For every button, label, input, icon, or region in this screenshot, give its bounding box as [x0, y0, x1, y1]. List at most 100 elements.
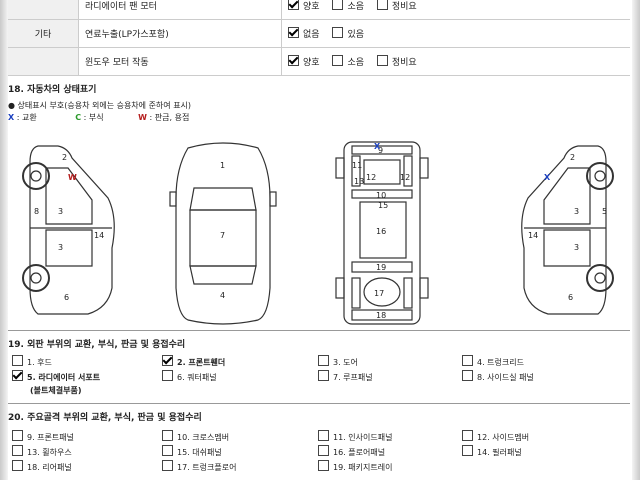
list-item: 8. 사이드실 패널: [462, 370, 534, 383]
list-item: 14. 필러패널: [462, 445, 522, 458]
mark-x: X: [544, 173, 551, 182]
symbol-w: W: [138, 113, 147, 122]
part-number-1: 1: [220, 161, 225, 170]
category-cell: 기타: [8, 19, 79, 48]
checkbox[interactable]: [288, 27, 299, 38]
item-label: 18. 리어패널: [27, 463, 72, 472]
part-number-12: 12: [400, 173, 410, 182]
part-number-2: 2: [570, 153, 575, 162]
mark-x: X: [374, 142, 381, 151]
item-label: 14. 필러패널: [477, 448, 522, 457]
part-number-3: 3: [58, 243, 63, 252]
item-label: 3. 도어: [333, 358, 358, 367]
checkbox[interactable]: [332, 0, 344, 10]
right-shadow-edge: [632, 0, 640, 480]
part-number-18: 18: [376, 311, 386, 320]
section18-title: 18. 자동차의 상태표기: [8, 85, 97, 95]
section19-title: 19. 외판 부위의 교환, 부식, 판금 및 용접수리: [8, 340, 186, 350]
section-divider: [8, 403, 630, 404]
legend-text: ● 상태표시 부호(승용차 외에는 승용차에 준하여 표시): [8, 101, 192, 110]
item-cell: 라디에이터 팬 모터: [78, 0, 282, 20]
checkbox[interactable]: [162, 355, 173, 366]
checkbox[interactable]: [462, 445, 473, 456]
option-label: 정비요: [391, 58, 417, 68]
list-item: 2. 프론트휀더: [162, 355, 225, 368]
option-label: 정비요: [391, 2, 417, 12]
mark-w: W: [68, 173, 77, 182]
option-label: 양호: [303, 2, 320, 12]
list-item: 6. 쿼터패널: [162, 370, 217, 383]
checkbox[interactable]: [12, 445, 23, 456]
item-label: 17. 트렁크플로어: [177, 463, 237, 472]
options-cell: 없음 있음: [281, 19, 630, 48]
part-number-10: 10: [376, 191, 386, 200]
checkbox[interactable]: [318, 445, 329, 456]
option-label: 없음: [303, 30, 320, 40]
item-label: 4. 트렁크리드: [477, 358, 524, 367]
part-number-3: 3: [574, 243, 579, 252]
list-item: 7. 루프패널: [318, 370, 373, 383]
checkbox[interactable]: [318, 460, 329, 471]
list-item: 1. 후드: [12, 355, 52, 368]
checkbox[interactable]: [288, 55, 299, 66]
list-item: 10. 크로스멤버: [162, 430, 229, 443]
checkbox[interactable]: [12, 430, 23, 441]
checkbox[interactable]: [288, 0, 299, 10]
list-item: 3. 도어: [318, 355, 358, 368]
checkbox[interactable]: [318, 430, 329, 441]
checkbox[interactable]: [162, 460, 173, 471]
part-number-6: 6: [64, 293, 69, 302]
list-item: 13. 휠하우스: [12, 445, 72, 458]
car-side-view-right: [521, 145, 614, 315]
part-number-14: 14: [94, 231, 104, 240]
symbol-c: C: [75, 113, 82, 122]
checkbox[interactable]: [12, 355, 23, 366]
part-number-2: 2: [62, 153, 67, 162]
checkbox[interactable]: [376, 0, 388, 10]
part-number-3: 3: [574, 207, 579, 216]
list-item: 5. 라디에이터 서포트: [12, 370, 100, 383]
section20-checklist: 9. 프론트패널 10. 크로스멤버 11. 인사이드패널 12. 사이드멤버 …: [12, 430, 622, 476]
checkbox[interactable]: [162, 370, 173, 381]
item-label: 16. 플로어패널: [333, 448, 386, 457]
checkbox[interactable]: [462, 430, 473, 441]
checkbox[interactable]: [162, 445, 173, 456]
item-label: 1. 후드: [27, 358, 52, 367]
part-number-14: 14: [528, 231, 538, 240]
item-label: 10. 크로스멤버: [177, 433, 230, 442]
checkbox[interactable]: [162, 430, 173, 441]
section-divider: [8, 330, 630, 331]
item-label: 2. 프론트휀더: [177, 358, 226, 367]
checkbox[interactable]: [376, 55, 388, 66]
option-label: 양호: [303, 58, 320, 68]
checkbox[interactable]: [462, 355, 473, 366]
checkbox[interactable]: [318, 370, 329, 381]
symbol-c-desc: : 부식: [83, 113, 104, 122]
item-cell: 윈도우 모터 작동: [78, 47, 282, 76]
checkbox[interactable]: [332, 27, 344, 38]
part-number-8: 8: [34, 207, 39, 216]
part-number-16: 16: [376, 227, 386, 236]
checkbox[interactable]: [462, 370, 473, 381]
symbol-legend: X : 교환 C : 부식 W : 판금, 용접: [8, 112, 189, 123]
item-label: 19. 패키지트레이: [333, 463, 393, 472]
part-number-7: 7: [220, 231, 225, 240]
checkbox[interactable]: [12, 460, 23, 471]
list-item: 18. 리어패널: [12, 460, 72, 473]
checkbox[interactable]: [318, 355, 329, 366]
list-item: 17. 트렁크플로어: [162, 460, 236, 473]
checkbox[interactable]: [12, 370, 23, 381]
checkbox[interactable]: [332, 55, 344, 66]
item-label: 13. 휠하우스: [27, 448, 72, 457]
symbol-x: X: [8, 113, 15, 122]
part-number-5: 5: [602, 207, 607, 216]
etc-inspection-table: 라디에이터 팬 모터 양호 소음 정비요 기타 연료누출(LP가스포함) 없음 …: [8, 0, 630, 76]
list-item: 4. 트렁크리드: [462, 355, 524, 368]
car-frame-view: [335, 141, 429, 325]
list-item: 19. 패키지트레이: [318, 460, 392, 473]
bolt-note: (볼트체결부품): [30, 386, 82, 395]
item-label: 7. 루프패널: [333, 373, 373, 382]
item-label: 6. 쿼터패널: [177, 373, 217, 382]
vehicle-diagrams: 2 3 8 3 14 6 W 1 7 4 9 11 12 12 13 10 15…: [22, 141, 614, 325]
